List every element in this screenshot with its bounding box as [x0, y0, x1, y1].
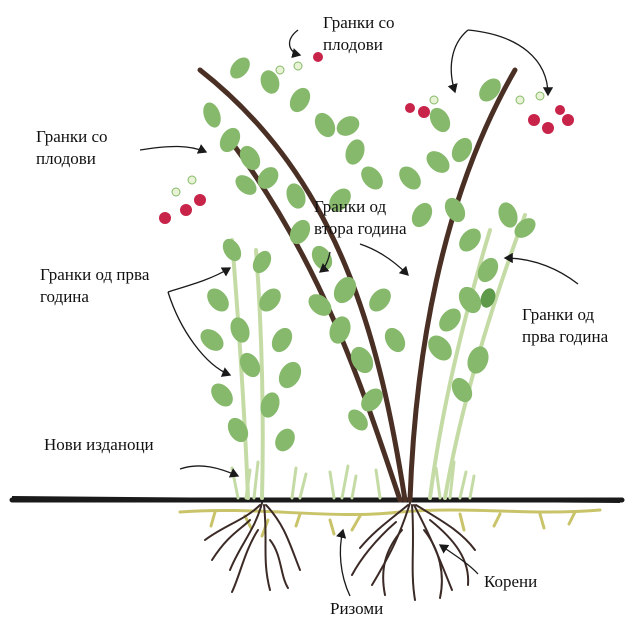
- label-first-year-right: Гранки од прва година: [522, 304, 608, 348]
- label-second-year: Гранки од втора година: [314, 196, 407, 240]
- new-shoots: [232, 462, 474, 498]
- rhizomes: [180, 510, 600, 536]
- label-fruiting-left: Гранки со плодови: [36, 126, 108, 170]
- label-fruiting-top: Гранки со плодови: [323, 12, 395, 56]
- label-first-year-left: Гранки од прва година: [40, 264, 149, 308]
- label-new-shoots: Нови изданоци: [44, 434, 154, 456]
- label-rhizomes: Ризоми: [330, 598, 383, 620]
- label-roots: Корени: [484, 571, 537, 593]
